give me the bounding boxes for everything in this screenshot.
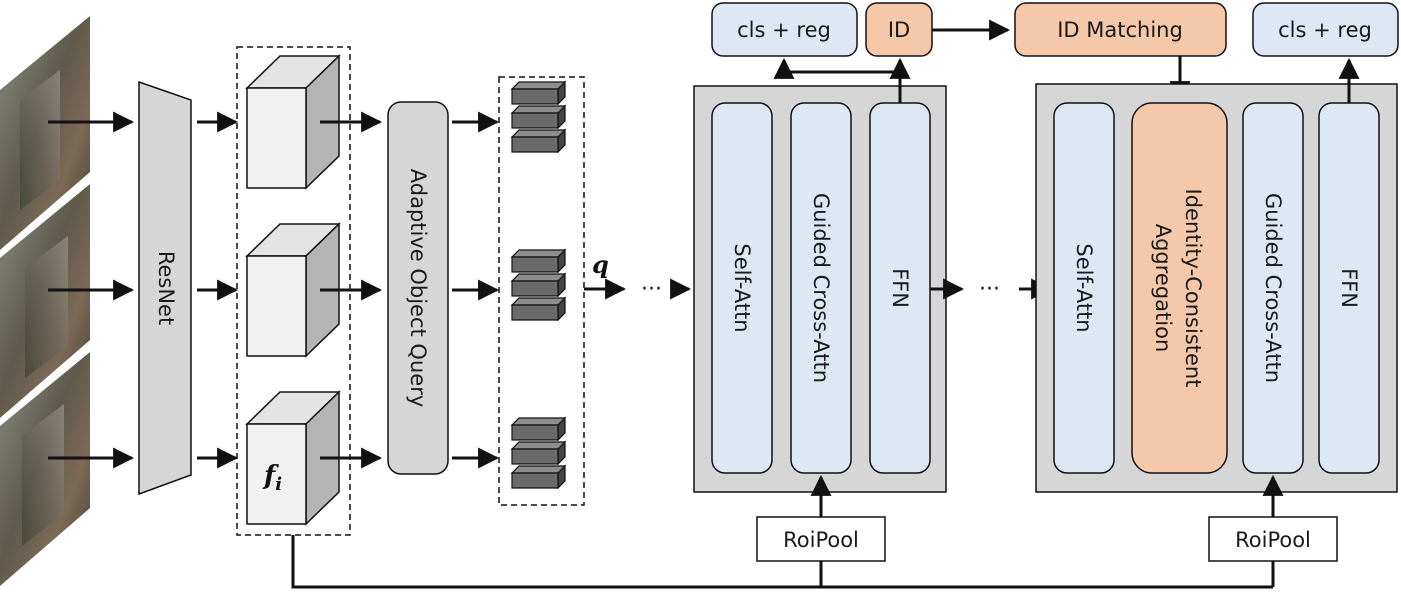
decoder-2-guided-cross-attn: Guided Cross-Attn [1242,102,1304,474]
decoder-2-cross-attn-label: Guided Cross-Attn [1261,193,1285,383]
input-frame-2 [0,184,90,418]
query-tokens-group [498,76,585,506]
query-token-stacks [510,80,567,490]
id-head-label: ID [888,18,910,42]
decoder-2-self-attn: Self-Attn [1053,102,1115,474]
feature-arrows [320,111,383,469]
roipool-2-label: RoiPool [1235,528,1311,552]
query-token [510,104,567,130]
ellipsis-1: ··· [641,277,662,302]
input-frame-1 [0,16,90,250]
ellipsis-2: ··· [979,277,1000,302]
aggregation-label-line-2: Aggregation [1151,224,1175,353]
roipool-1: RoiPool [756,516,886,562]
query-token [510,128,567,154]
identity-consistent-aggregation: Identity-Consistent Aggregation [1131,102,1228,474]
query-arrows [452,111,500,469]
decoder-2-cls-reg-head: cls + reg [1252,2,1399,57]
roipool-2: RoiPool [1208,516,1338,562]
query-token [510,80,567,106]
query-token [510,272,567,298]
query-token [510,296,567,322]
query-token [510,464,567,490]
id-head: ID [865,2,933,57]
query-token [510,416,567,442]
decoder-1-head-arrows [773,57,911,103]
resnet-label: ResNet [154,251,178,325]
input-frame-3 [0,352,90,586]
decoder-1-ffn: FFN [869,102,931,474]
decoder-2-ffn-label: FFN [1337,268,1361,308]
feature-symbol-subscript: i [275,474,282,495]
input-arrows [48,111,135,469]
decoder-2-cls-reg-label: cls + reg [1278,18,1372,42]
id-matching: ID Matching [1014,2,1227,57]
decoder-1-cls-reg-head: cls + reg [711,2,858,57]
roipool-1-label: RoiPool [783,528,859,552]
backbone-arrows [197,111,239,469]
feature-cube-1 [245,54,341,190]
decoder-1-self-attn: Self-Attn [711,102,773,474]
query-token [510,440,567,466]
decoder-1-self-attn-label: Self-Attn [730,243,754,332]
id-matching-label: ID Matching [1057,18,1183,42]
feature-symbol: fi [262,461,282,495]
decoder-2-self-attn-label: Self-Attn [1072,243,1096,332]
decoder-1-cls-reg-label: cls + reg [737,18,831,42]
decoder-1-guided-cross-attn: Guided Cross-Attn [790,102,852,474]
resnet-backbone: ResNet [138,80,192,496]
query-module-label: Adaptive Object Query [406,169,430,408]
decoder-1-cross-attn-label: Guided Cross-Attn [809,193,833,383]
adaptive-object-query: Adaptive Object Query [387,101,449,475]
feature-symbol-base: f [262,461,279,491]
query-token [510,248,567,274]
decoder-2-ffn: FFN [1318,102,1380,474]
decoder-1-ffn-label: FFN [888,268,912,308]
aggregation-label-line-1: Identity-Consistent [1181,189,1205,388]
feature-feedback-lines [291,474,1284,589]
feature-cube-2 [245,222,341,358]
query-symbol: q [592,250,609,279]
